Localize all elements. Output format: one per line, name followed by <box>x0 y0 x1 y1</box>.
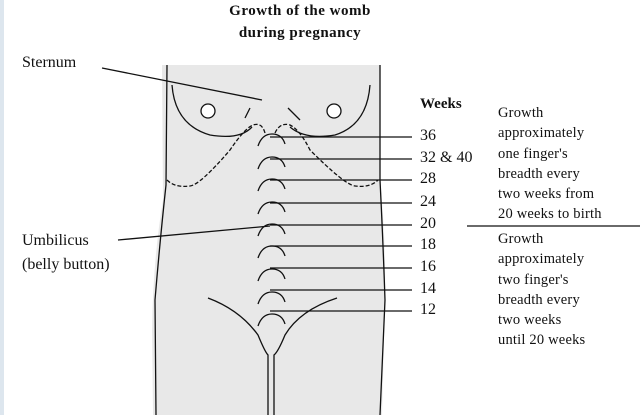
note-line: breadth every <box>498 165 580 182</box>
note-line: until 20 weeks <box>498 332 586 349</box>
note-line: Growth <box>498 231 544 247</box>
note-line: 20 weeks to birth <box>498 206 602 223</box>
week-label: 12 <box>420 301 436 318</box>
womb-height-arc <box>257 291 286 305</box>
week-label: 36 <box>420 127 436 144</box>
groin <box>207 297 338 415</box>
note-line: two finger's <box>498 271 569 288</box>
right-nipple <box>326 103 342 119</box>
umbilicus-pointer <box>117 225 271 241</box>
week-label: 16 <box>420 258 436 275</box>
note-line: approximately <box>498 125 585 142</box>
sternum-label: Sternum <box>22 54 77 71</box>
title-line-2: during pregnancy <box>238 25 362 41</box>
womb-height-arc <box>257 223 286 237</box>
note-line: one finger's <box>498 145 568 162</box>
womb-height-arc <box>257 201 286 215</box>
torso-left-edge <box>154 64 168 415</box>
sternum-pointer <box>101 67 263 101</box>
week-label: 28 <box>420 170 436 187</box>
note-upper: Growth approximately one finger's breadt… <box>498 103 638 225</box>
torso-right-edge <box>379 65 386 415</box>
womb-height-arc <box>257 156 286 170</box>
weeks-header: Weeks <box>420 96 462 112</box>
note-line: approximately <box>498 251 585 268</box>
left-nipple <box>200 103 216 119</box>
note-line: two weeks <box>498 312 562 329</box>
note-line: Growth <box>498 105 544 121</box>
umbilicus-label: Umbilicus <box>22 232 89 249</box>
week-label: 24 <box>420 193 436 210</box>
week-label: 20 <box>420 215 436 232</box>
body-outline <box>152 65 386 415</box>
womb-height-arc <box>257 133 286 147</box>
week-label: 18 <box>420 236 436 253</box>
note-line: two weeks from <box>498 186 595 203</box>
week-label: 32 & 40 <box>420 149 473 166</box>
womb-height-arc <box>257 178 286 192</box>
right-breast <box>287 84 371 138</box>
week-label: 14 <box>420 280 436 297</box>
title-line-1: Growth of the womb <box>229 3 371 19</box>
note-line: breadth every <box>498 291 580 308</box>
womb-height-arc <box>257 268 286 282</box>
umbilicus-sublabel: (belly button) <box>22 256 110 273</box>
womb-height-arc <box>257 313 286 327</box>
left-border <box>0 0 4 415</box>
rib-left <box>166 123 266 188</box>
rib-right <box>274 123 379 188</box>
note-lower: Growth approximately two finger's breadt… <box>498 229 638 351</box>
